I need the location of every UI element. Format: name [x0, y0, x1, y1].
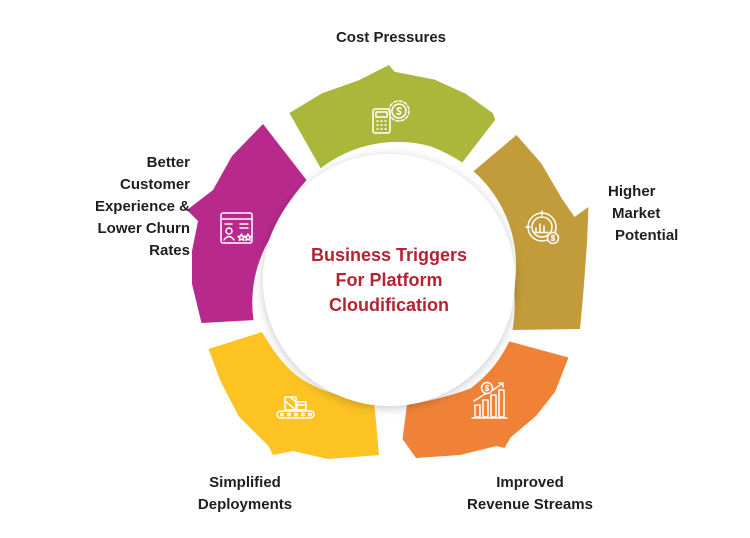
label-better-customer-experience: Better Customer Experience & Lower Churn… — [40, 152, 190, 262]
label-line: Market — [612, 205, 661, 222]
growth-bar-chart-dollar-icon — [471, 381, 508, 419]
label-line: Rates — [149, 242, 190, 259]
diagram-title: Business Triggers For Platform Cloudific… — [289, 243, 489, 318]
diagram-title-line: Cloudification — [329, 295, 449, 315]
segment-shape — [473, 135, 589, 330]
center-circle — [263, 154, 515, 406]
profile-card-rating-icon — [220, 212, 253, 244]
label-higher-market-potential: Higher Market Potential — [598, 181, 708, 247]
target-chart-dollar-icon — [525, 210, 560, 245]
segment-shape — [289, 65, 496, 169]
label-simplified-deployments: Simplified Deployments — [145, 472, 345, 516]
label-line: Customer — [119, 176, 190, 193]
label-line: Potential — [615, 227, 679, 244]
calculator-gear-dollar-icon — [372, 100, 410, 134]
label-line: Cost Pressures — [335, 29, 447, 46]
diagram-title-line: For Platform — [335, 270, 443, 290]
label-line: Improved — [496, 474, 564, 491]
segment-simplified-deployments — [208, 332, 379, 459]
label-line: Deployments — [197, 496, 293, 513]
label-line: Better — [146, 154, 190, 171]
label-line: Revenue Streams — [467, 496, 593, 513]
diagram-title-line: Business Triggers — [310, 245, 468, 265]
label-line: Experience & — [94, 198, 190, 215]
segment-better-customer-experience — [187, 124, 307, 323]
label-improved-revenue-streams: Improved Revenue Streams — [430, 472, 630, 516]
segment-improved-revenue-streams — [402, 341, 569, 458]
label-line: Lower Churn — [97, 220, 191, 237]
label-line: Higher — [608, 183, 656, 200]
conveyor-boxes-icon — [276, 396, 315, 419]
label-cost-pressures: Cost Pressures — [291, 27, 491, 49]
segment-cost-pressures — [289, 65, 496, 169]
label-line: Simplified — [209, 474, 281, 491]
segment-higher-market-potential — [473, 135, 589, 330]
segment-shape — [208, 332, 379, 459]
